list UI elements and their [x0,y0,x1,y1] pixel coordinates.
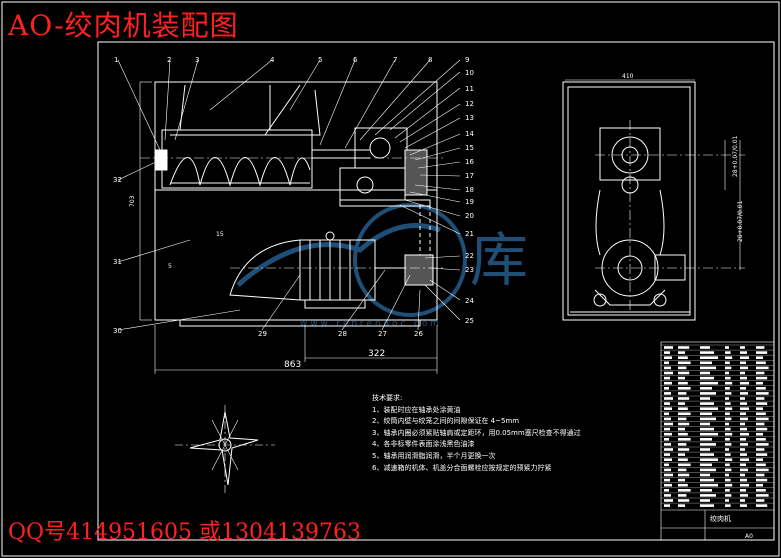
svg-text:14: 14 [465,130,474,138]
svg-text:27: 27 [378,330,387,338]
svg-text:24: 24 [465,297,474,305]
svg-text:1: 1 [114,56,118,64]
svg-text:32: 32 [113,176,122,184]
svg-text:15: 15 [465,144,474,152]
svg-text:5: 5 [318,56,322,64]
svg-text:19: 19 [465,198,474,206]
contact-info: QQ号414951605 或1304139763 [8,520,362,545]
svg-text:23: 23 [465,266,474,274]
watermark: 库 w w w . r e n r e n d o c . c o m [236,203,528,329]
parts-list-rows [661,344,774,507]
svg-text:8: 8 [428,56,432,64]
tech-note-item: 3、轴承内圈必须紧贴轴肩或定距环，用0.05mm塞尺检查不得通过 [372,428,581,437]
title-block-name: 绞肉机 [710,514,731,523]
frame-border [97,41,775,541]
tech-note-item: 6、减速箱的机体、机盖分合面螺栓应按规定的预紧力拧紧 [372,463,552,472]
tech-note-item: 5、轴承用润滑脂润滑，半个月更换一次 [372,451,496,460]
tech-note-item: 2、绞筒内壁与绞笼之间的间隙保证在 4~5mm [372,417,520,426]
leader-lines [117,59,461,331]
svg-text:15: 15 [216,231,224,238]
title-block [660,341,775,541]
svg-text:9: 9 [465,56,469,64]
svg-text:30: 30 [113,327,122,335]
svg-text:28+0.07/0.01: 28+0.07/0.01 [732,135,739,177]
part-numbers: 1 2 3 4 5 6 7 8 9 10 11 12 13 14 15 16 1… [113,56,474,338]
svg-text:20+0.07/0.01: 20+0.07/0.01 [737,200,744,242]
cutter-detail [175,405,275,495]
svg-text:16: 16 [465,158,474,166]
svg-text:26: 26 [414,330,423,338]
side-view [562,81,745,321]
svg-text:703: 703 [129,195,136,207]
tech-notes-heading: 技术要求: [372,394,403,402]
svg-text:28: 28 [338,330,347,338]
technical-requirements: 技术要求: 1、装配时应在轴承处涂黄油 2、绞筒内壁与绞笼之间的间隙保证在 4~… [372,393,581,474]
svg-text:20: 20 [465,212,474,220]
svg-text:31: 31 [113,258,122,266]
svg-text:11: 11 [465,85,474,93]
watermark-url: w w w . r e n r e n d o c . c o m [300,319,439,329]
watermark-char: 库 [470,226,528,294]
svg-text:13: 13 [465,114,474,122]
front-view [140,81,445,327]
svg-text:410: 410 [622,73,634,80]
tech-note-item: 4、各非标零件表面涂浅黑色油漆 [372,440,475,449]
svg-text:22: 22 [465,252,474,260]
page-title: AO-绞肉机装配图 [8,9,239,42]
svg-text:2: 2 [167,56,171,64]
dimension-lines [139,79,741,374]
svg-text:6: 6 [353,56,358,64]
title-block-code: A0 [745,533,753,540]
svg-text:4: 4 [270,56,275,64]
svg-text:29: 29 [258,330,267,338]
dimension-text: 863 322 703 410 15 5 28+0.07/0.01 20+0.0… [129,73,744,370]
tech-note-item: 1、装配时应在轴承处涂黄油 [372,405,461,414]
svg-text:10: 10 [465,69,474,77]
svg-text:12: 12 [465,100,474,108]
svg-text:18: 18 [465,186,474,194]
svg-text:17: 17 [465,172,474,180]
svg-text:863: 863 [284,360,301,370]
svg-text:25: 25 [465,317,474,325]
svg-text:3: 3 [195,56,199,64]
svg-text:21: 21 [465,230,474,238]
svg-text:5: 5 [168,263,172,270]
svg-text:7: 7 [393,56,397,64]
svg-text:322: 322 [368,349,385,359]
